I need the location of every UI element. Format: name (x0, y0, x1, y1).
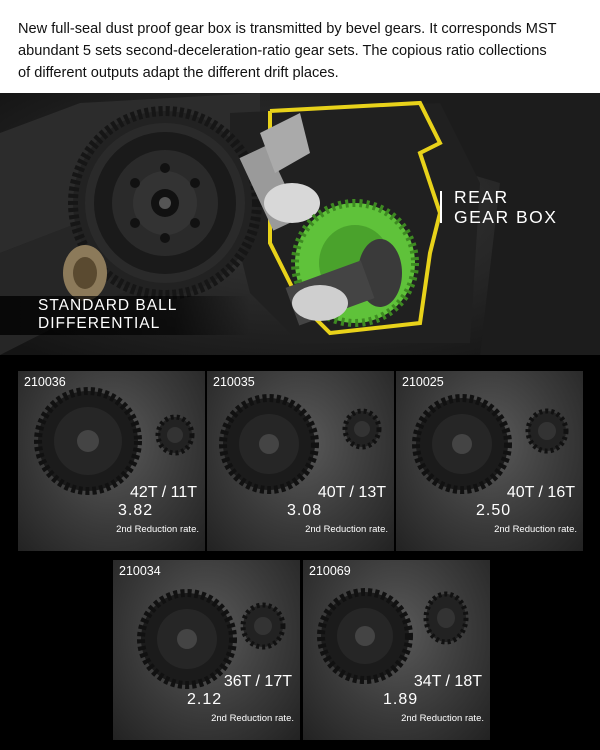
gear-set-card[interactable]: 210036 42T / 11T 3.82 2nd Reduction rate… (18, 371, 205, 551)
part-number: 210069 (309, 564, 351, 578)
tooth-count: 42T / 11T (130, 484, 197, 501)
gearbox-illustration (0, 93, 600, 355)
part-number: 210025 (402, 375, 444, 389)
gear-set-card[interactable]: 210069 34T / 18T 1.89 2nd Reduction rate… (303, 560, 490, 740)
reduction-rate-label: 2nd Reduction rate. (211, 713, 294, 724)
tooth-count: 36T / 17T (223, 673, 292, 690)
gear-set-image (137, 589, 286, 689)
pinion-gear (525, 408, 569, 454)
reduction-ratio: 2.50 (476, 502, 512, 519)
gear-set-card[interactable]: 210025 40T / 16T 2.50 2nd Reduction rate… (396, 371, 583, 551)
reduction-ratio: 3.82 (118, 502, 154, 519)
pinion-gear (240, 602, 286, 650)
rear-label-line-1: REAR (454, 187, 509, 207)
part-number: 210034 (119, 564, 161, 578)
label-divider (440, 191, 442, 223)
ring-gear (219, 394, 319, 494)
diff-label-line-2: DIFFERENTIAL (38, 315, 161, 332)
gear-set-card[interactable]: 210034 36T / 17T 2.12 2nd Reduction rate… (113, 560, 300, 740)
intro-text: New full-seal dust proof gear box is tra… (18, 18, 588, 84)
spur-gear (68, 106, 262, 300)
ring-gear (317, 588, 413, 684)
rear-gear-box-label: REAR GEAR BOX (440, 187, 590, 229)
intro-line-2: abundant 5 sets second-deceleration-rati… (18, 43, 547, 59)
reduction-rate-label: 2nd Reduction rate. (305, 524, 388, 535)
pinion-gear (155, 414, 195, 456)
part-number: 210035 (213, 375, 255, 389)
pinion-gear (423, 591, 469, 645)
gearbox-hero-image: REAR GEAR BOX (0, 93, 600, 355)
tooth-count: 40T / 13T (317, 484, 386, 501)
tooth-count: 40T / 16T (506, 484, 575, 501)
reduction-rate-label: 2nd Reduction rate. (494, 524, 577, 535)
brass-pinion (63, 245, 107, 301)
gear-set-image (317, 588, 469, 684)
part-number: 210036 (24, 375, 66, 389)
standard-ball-differential-label: STANDARD BALL DIFFERENTIAL (0, 296, 250, 335)
diff-label-line-1: STANDARD BALL (38, 297, 178, 314)
reduction-ratio: 1.89 (383, 691, 419, 708)
ring-gear (137, 589, 237, 689)
intro-line-3: of different outputs adapt the different… (18, 65, 339, 81)
tooth-count: 34T / 18T (413, 673, 482, 690)
gear-set-image (219, 394, 382, 494)
pinion-gear (342, 408, 382, 450)
intro-line-1: New full-seal dust proof gear box is tra… (18, 21, 557, 37)
gear-set-image (412, 394, 569, 494)
reduction-ratio: 3.08 (287, 502, 323, 519)
reduction-ratio: 2.12 (187, 691, 223, 708)
intro-section: New full-seal dust proof gear box is tra… (0, 0, 600, 93)
rear-label-line-2: GEAR BOX (454, 207, 558, 227)
reduction-rate-label: 2nd Reduction rate. (401, 713, 484, 724)
reduction-rate-label: 2nd Reduction rate. (116, 524, 199, 535)
ring-gear (412, 394, 512, 494)
ring-gear (34, 387, 142, 495)
gear-set-card[interactable]: 210035 40T / 13T 3.08 2nd Reduction rate… (207, 371, 394, 551)
gear-set-image (34, 387, 195, 495)
